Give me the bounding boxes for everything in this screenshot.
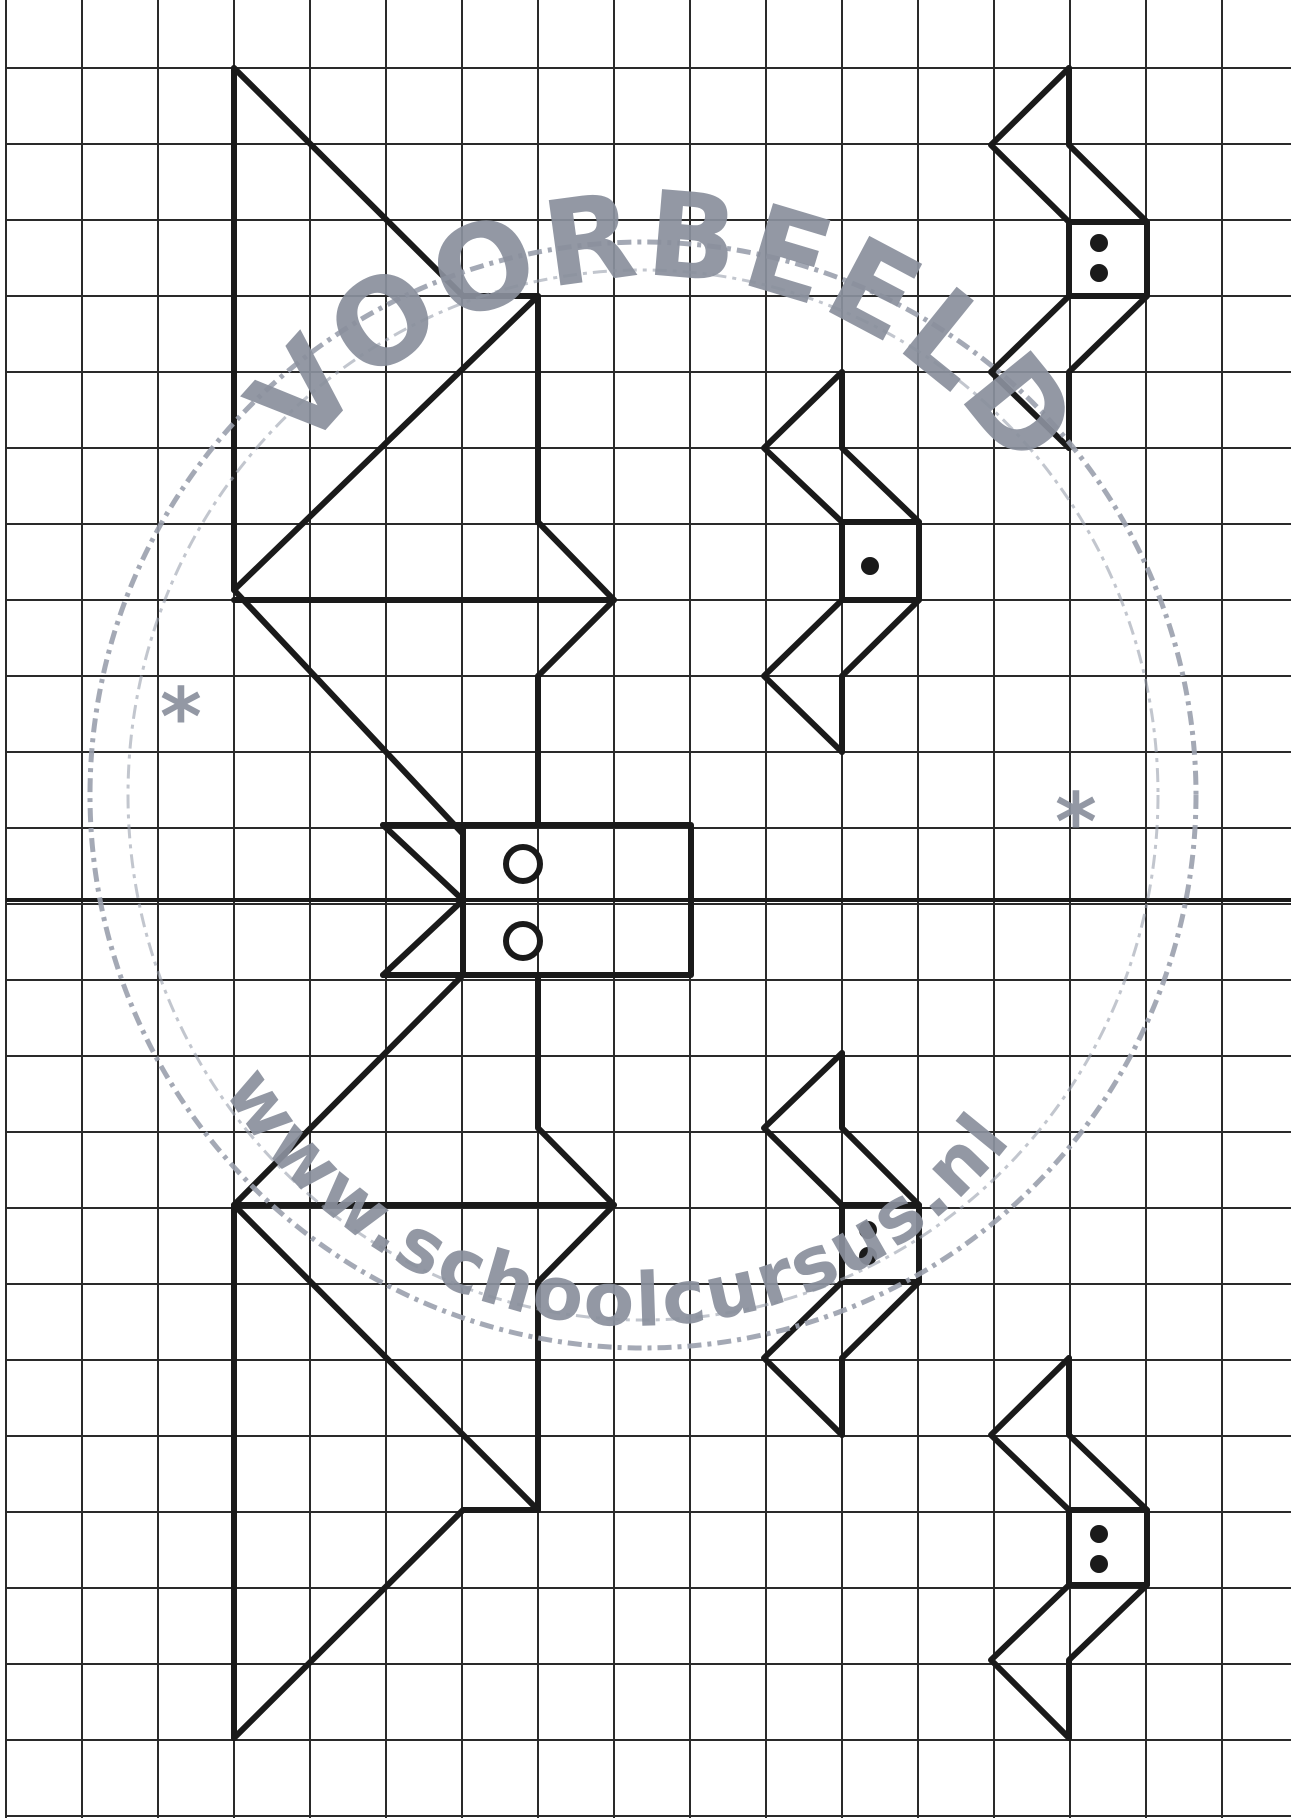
small-bat-eye-dot [861, 557, 879, 575]
small-bat-eye-dot [1090, 264, 1108, 282]
stamp-star-left: * [160, 671, 202, 764]
small-bat-eye-dot [1090, 1555, 1108, 1573]
large-bat-eye-bottom [506, 924, 540, 958]
large-bat-eye-top [506, 847, 540, 881]
small-bat-eye-dot [1090, 234, 1108, 252]
stamp-star-right: * [1055, 776, 1097, 869]
small-bat-eye-dot [1090, 1525, 1108, 1543]
